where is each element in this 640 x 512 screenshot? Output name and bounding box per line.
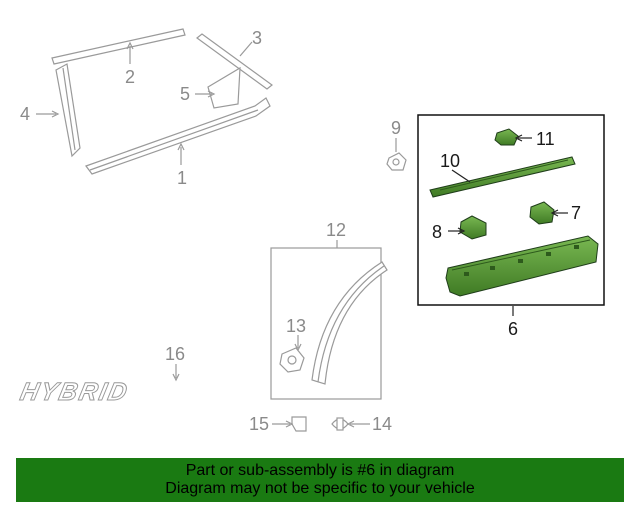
- callout-5: 5: [180, 84, 190, 104]
- part-4-pillar-garnish[interactable]: [55, 63, 81, 158]
- part-7-clip[interactable]: [529, 201, 555, 225]
- part-9-clip[interactable]: [386, 152, 407, 171]
- callout-labels: 1 2 3 4 5 9 12 13 16 15 14 11 10 7 8 6: [20, 28, 581, 434]
- part-10-strip[interactable]: [429, 156, 576, 198]
- part-6-rocker-molding[interactable]: [445, 235, 599, 297]
- callout-13: 13: [286, 316, 306, 336]
- part-8-clip[interactable]: [459, 215, 487, 240]
- part-16-hybrid-emblem[interactable]: HYBRID: [17, 378, 132, 407]
- callout-2: 2: [125, 67, 135, 87]
- callout-3: 3: [252, 28, 262, 48]
- leader-lines-highlight: [448, 134, 568, 316]
- part-5-quarter-window[interactable]: [207, 66, 241, 109]
- part-2-roof-molding[interactable]: [51, 28, 186, 65]
- part-1-belt-molding[interactable]: [85, 97, 271, 175]
- callout-9: 9: [391, 118, 401, 138]
- part-15-bracket[interactable]: [291, 416, 307, 432]
- part-12-arch-molding[interactable]: [311, 261, 388, 385]
- callout-6: 6: [508, 319, 518, 339]
- callout-12: 12: [326, 220, 346, 240]
- callout-8: 8: [432, 222, 442, 242]
- emblem-text: HYBRID: [18, 378, 132, 406]
- callout-1: 1: [177, 168, 187, 188]
- part-6-box: [417, 114, 605, 306]
- callout-14: 14: [372, 414, 392, 434]
- banner-line-2: Diagram may not be specific to your vehi…: [165, 480, 475, 497]
- info-banner: Part or sub-assembly is #6 in diagram Di…: [16, 458, 624, 502]
- leader-lines: [36, 41, 397, 428]
- callout-15: 15: [249, 414, 269, 434]
- part-14-fastener[interactable]: [331, 417, 349, 431]
- callout-4: 4: [20, 104, 30, 124]
- parts-diagram: HYBRID: [17, 28, 605, 434]
- banner-line-1: Part or sub-assembly is #6 in diagram: [185, 462, 455, 479]
- part-11-clip[interactable]: [494, 128, 519, 146]
- part-12-box: [270, 247, 382, 400]
- callout-7: 7: [571, 203, 581, 223]
- part-13-retainer[interactable]: [279, 347, 305, 373]
- callout-16: 16: [165, 344, 185, 364]
- callout-10: 10: [440, 151, 460, 171]
- callout-11: 11: [536, 129, 555, 149]
- part-3-pillar-molding[interactable]: [196, 33, 273, 90]
